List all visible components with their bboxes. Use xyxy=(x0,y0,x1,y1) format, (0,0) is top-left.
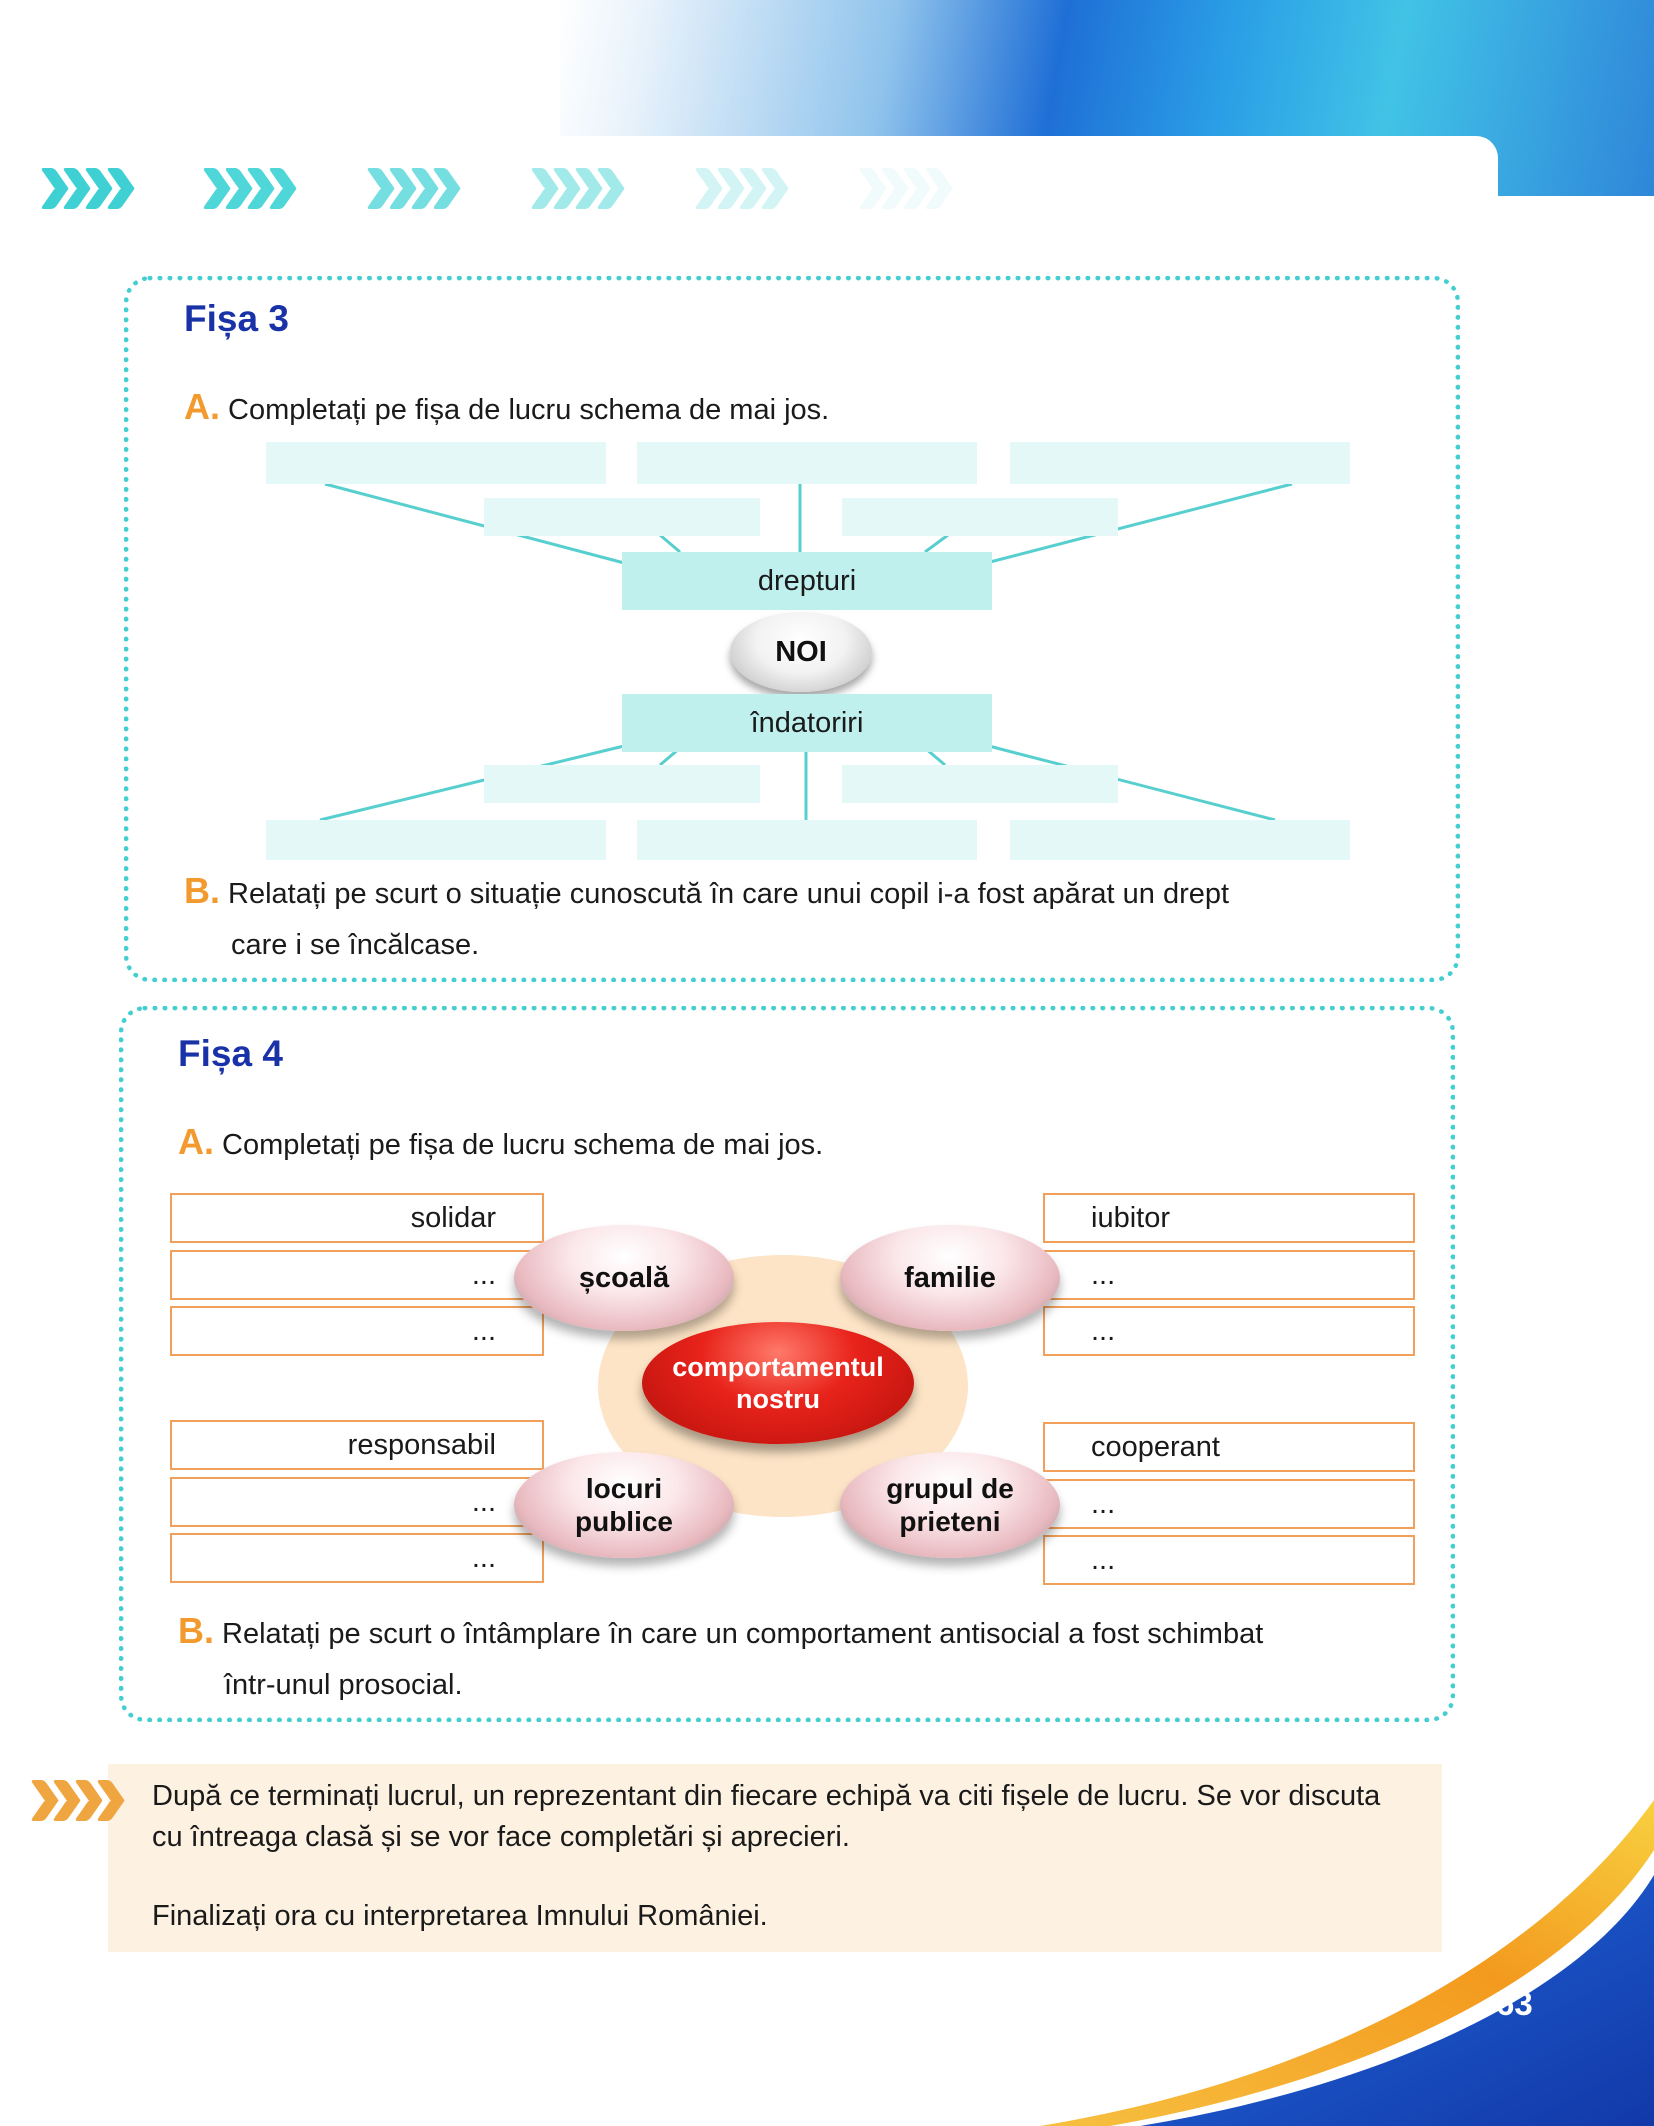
node-locuri-publice: locuri publice xyxy=(514,1452,734,1558)
trait-box: ... xyxy=(1043,1479,1415,1529)
note-line-1: După ce terminați lucrul, un reprezentan… xyxy=(152,1780,1381,1812)
trait-box: ... xyxy=(1043,1535,1415,1585)
fisa-4-instruction-b: B.Relatați pe scurt o întâmplare în care… xyxy=(178,1604,1263,1661)
blank-box-top-3 xyxy=(1010,442,1350,484)
trait-box: ... xyxy=(170,1250,544,1300)
noi-node: NOI xyxy=(730,612,872,692)
blank-box-bottom-2 xyxy=(637,820,977,860)
center-node-comportamentul-nostru: comportamentul nostru xyxy=(642,1322,914,1444)
blank-box-bottom-3 xyxy=(1010,820,1350,860)
instruction-a-text: Completați pe fișa de lucru schema de ma… xyxy=(222,1129,824,1161)
instruction-b-line1: Relatați pe scurt o situație cunoscută î… xyxy=(228,878,1230,910)
note-line-2: cu întreaga clasă și se vor face complet… xyxy=(152,1821,850,1853)
indatoriri-box: îndatoriri xyxy=(622,694,992,752)
trait-box: ... xyxy=(170,1306,544,1356)
orange-chevrons-icon xyxy=(38,1780,122,1818)
trait-box: ... xyxy=(1043,1306,1415,1356)
node-grupul-de-prieteni: grupul de prieteni xyxy=(840,1452,1060,1558)
instruction-a-text: Completați pe fișa de lucru schema de ma… xyxy=(228,394,830,426)
node-scoala: școală xyxy=(514,1225,734,1331)
note-line-3: Finalizați ora cu interpretarea Imnului … xyxy=(152,1900,768,1932)
blank-box-lower-right xyxy=(842,765,1118,803)
blank-box-upper-right xyxy=(842,498,1118,536)
blank-box-upper-left xyxy=(484,498,760,536)
fisa-3-instruction-b-line2: care i se încălcase. xyxy=(231,929,480,961)
drepturi-box: drepturi xyxy=(622,552,992,610)
fisa-4-instruction-a: A.Completați pe fișa de lucru schema de … xyxy=(178,1115,823,1172)
blank-box-top-2 xyxy=(637,442,977,484)
fisa-3-instruction-a: A.Completați pe fișa de lucru schema de … xyxy=(184,380,829,437)
trait-box: cooperant xyxy=(1043,1422,1415,1472)
item-letter-b: B. xyxy=(178,1610,214,1651)
fisa-3-instruction-b: B.Relatați pe scurt o situație cunoscută… xyxy=(184,864,1229,921)
node-familie: familie xyxy=(840,1225,1060,1331)
item-letter-a: A. xyxy=(178,1121,214,1162)
note-panel xyxy=(108,1764,1442,1952)
trait-box: responsabil xyxy=(170,1420,544,1470)
trait-box: solidar xyxy=(170,1193,544,1243)
blank-box-lower-left xyxy=(484,765,760,803)
fisa-4-title: Fișa 4 xyxy=(178,1033,283,1074)
trait-box: ... xyxy=(170,1533,544,1583)
instruction-b-line1: Relatați pe scurt o întâmplare în care u… xyxy=(222,1618,1264,1650)
trait-box: ... xyxy=(170,1477,544,1527)
item-letter-a: A. xyxy=(184,386,220,427)
page-number: 63 xyxy=(1496,1985,1533,2022)
page-corner-decoration xyxy=(1040,1800,1654,2126)
trait-box: iubitor xyxy=(1043,1193,1415,1243)
trait-box: ... xyxy=(1043,1250,1415,1300)
fisa-3-box xyxy=(124,276,1460,982)
fisa-4-box xyxy=(119,1006,1455,1722)
fisa-4-instruction-b-line2: într-unul prosocial. xyxy=(224,1669,463,1701)
blank-box-bottom-1 xyxy=(266,820,606,860)
item-letter-b: B. xyxy=(184,870,220,911)
fisa-3-title: Fișa 3 xyxy=(184,298,289,339)
blank-box-top-1 xyxy=(266,442,606,484)
